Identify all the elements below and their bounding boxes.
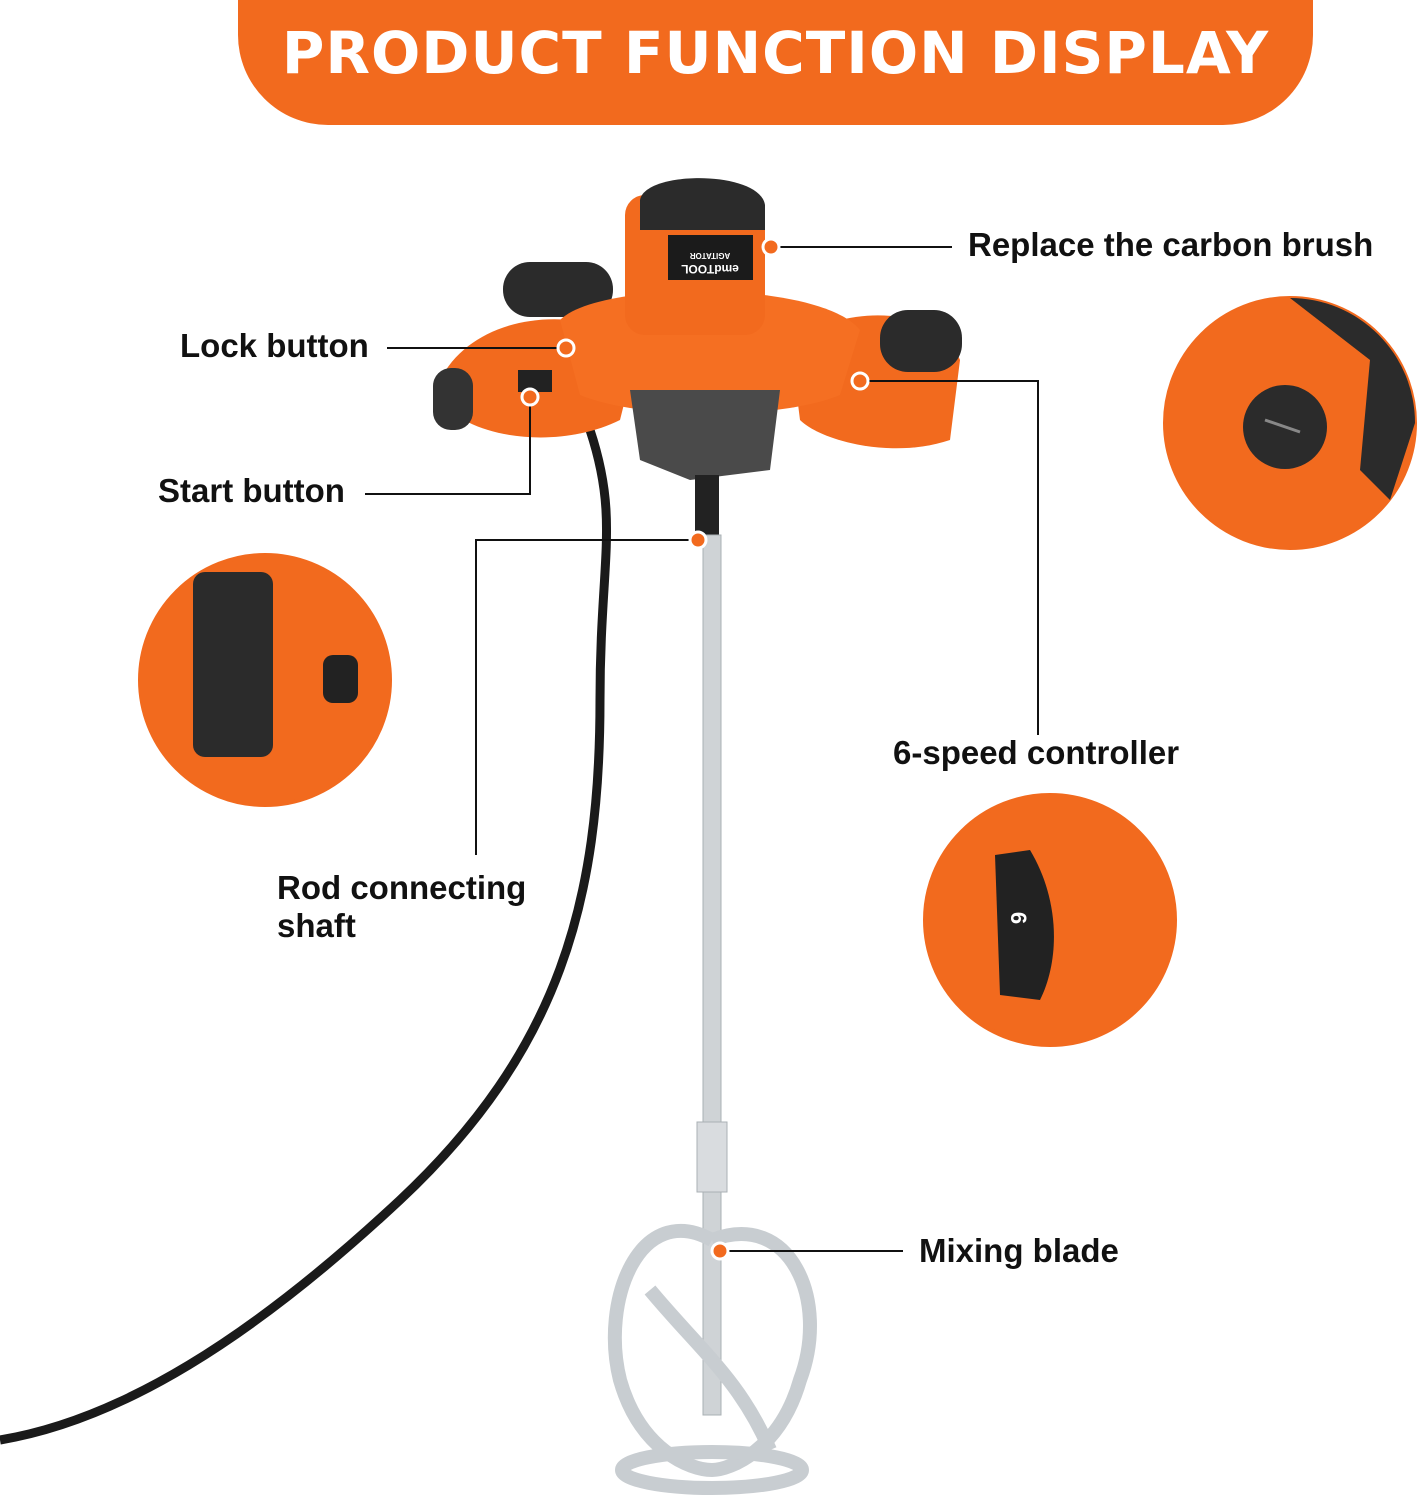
carbon-brush-detail [1163, 296, 1417, 550]
banner-title: PRODUCT FUNCTION DISPLAY [281, 19, 1270, 87]
speed-dial-number: 6 [1006, 912, 1031, 924]
chuck [695, 475, 719, 535]
callout-rod-shaft-line2: shaft [277, 907, 356, 944]
callout-mixing-blade: Mixing blade [919, 1232, 1119, 1269]
callout-rod-shaft-line1: Rod connecting [277, 869, 527, 906]
label-plate [668, 235, 753, 280]
header-banner: PRODUCT FUNCTION DISPLAY [238, 0, 1313, 125]
speed-controller-detail: 6 [923, 793, 1177, 1047]
rod-coupling [696, 1121, 728, 1193]
mixing-rod [702, 534, 722, 1416]
callout-lines [365, 246, 1039, 1252]
gearbox [630, 390, 780, 480]
power-cord [0, 428, 612, 1445]
left-end-cap [433, 368, 473, 430]
start-button-detail [138, 553, 392, 807]
callout-carbon-brush: Replace the carbon brush [968, 226, 1374, 263]
mixing-blade [607, 1224, 817, 1495]
callout-speed-controller: 6-speed controller [893, 734, 1180, 771]
model-label: AGITATOR [690, 251, 731, 260]
left-grip [503, 262, 613, 317]
callout-dots [520, 237, 870, 1261]
right-grip [880, 310, 962, 372]
callout-lock-button: Lock button [180, 327, 369, 364]
brand-label: emdTOOL [681, 262, 739, 276]
motor-cap [640, 178, 765, 230]
lock-button [518, 370, 552, 392]
callout-start-button: Start button [158, 472, 345, 509]
